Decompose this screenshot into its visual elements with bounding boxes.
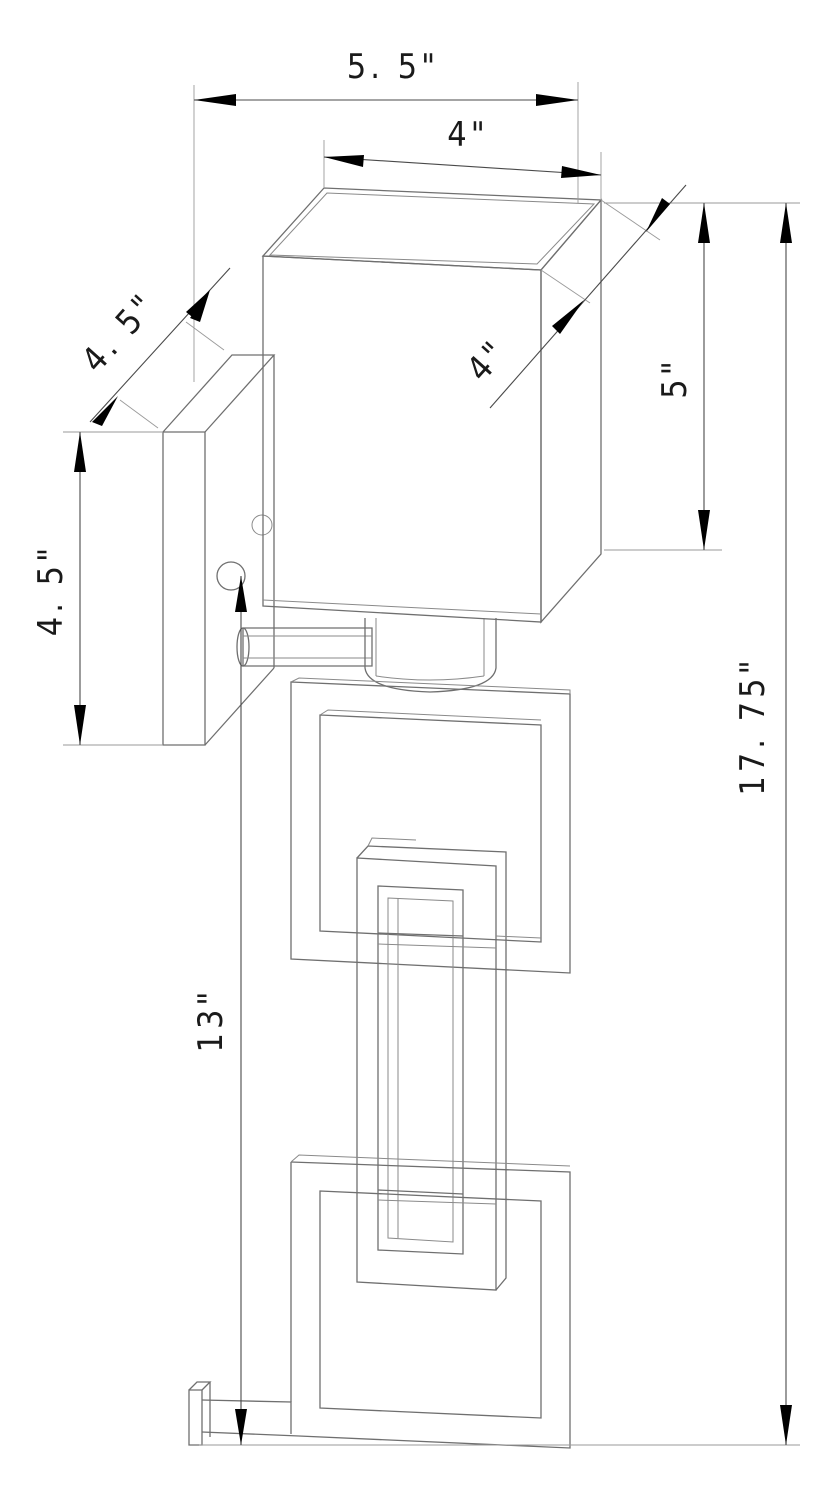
arrowhead: [552, 300, 584, 334]
glass-shade: [261, 187, 603, 624]
dimension-label: 4. 5": [31, 544, 71, 636]
sconce-arm: [216, 514, 373, 667]
lower-link-frame: [290, 1154, 571, 1449]
dimension-backplate-depth: 4. 5": [74, 267, 231, 426]
arrowhead: [561, 166, 601, 178]
arrowhead: [780, 1405, 792, 1445]
arrowhead: [698, 203, 710, 243]
dimension-overall-height: 17. 75": [733, 203, 792, 1445]
dimension-arm-to-base: 13": [191, 576, 247, 1445]
arrowhead: [74, 705, 86, 745]
dimension-label: 4": [447, 115, 489, 155]
upper-link-frame: [290, 677, 571, 974]
dimension-label: 5. 5": [347, 47, 439, 87]
dimension-label: 17. 75": [733, 656, 773, 795]
wall-backplate: [162, 354, 276, 746]
arrowhead: [186, 290, 210, 320]
arrowhead: [190, 290, 210, 322]
socket-cup: [364, 618, 497, 693]
dimension-label: 4": [459, 332, 517, 390]
dimension-label: 4. 5": [74, 285, 166, 380]
center-chain-link: [356, 837, 542, 1291]
arrowhead: [92, 396, 118, 426]
arrowhead: [235, 576, 247, 612]
dimension-label: 13": [191, 988, 231, 1053]
dimension-shade-width: 4": [323, 115, 602, 178]
dimension-backplate-height: 4. 5": [31, 432, 86, 745]
arrowhead: [235, 1409, 247, 1445]
dimension-shade-depth: 4": [459, 184, 687, 409]
dimension-label: 5": [655, 357, 695, 399]
arrowhead: [194, 94, 236, 106]
arrowhead: [324, 155, 364, 167]
dimension-shade-height: 5": [655, 203, 710, 550]
arrowhead: [780, 203, 792, 243]
dimension-overall-width: 5. 5": [194, 47, 578, 106]
arrowhead: [646, 198, 670, 232]
arrowhead: [698, 510, 710, 550]
arrowhead: [74, 432, 86, 472]
arrowhead: [536, 94, 578, 106]
